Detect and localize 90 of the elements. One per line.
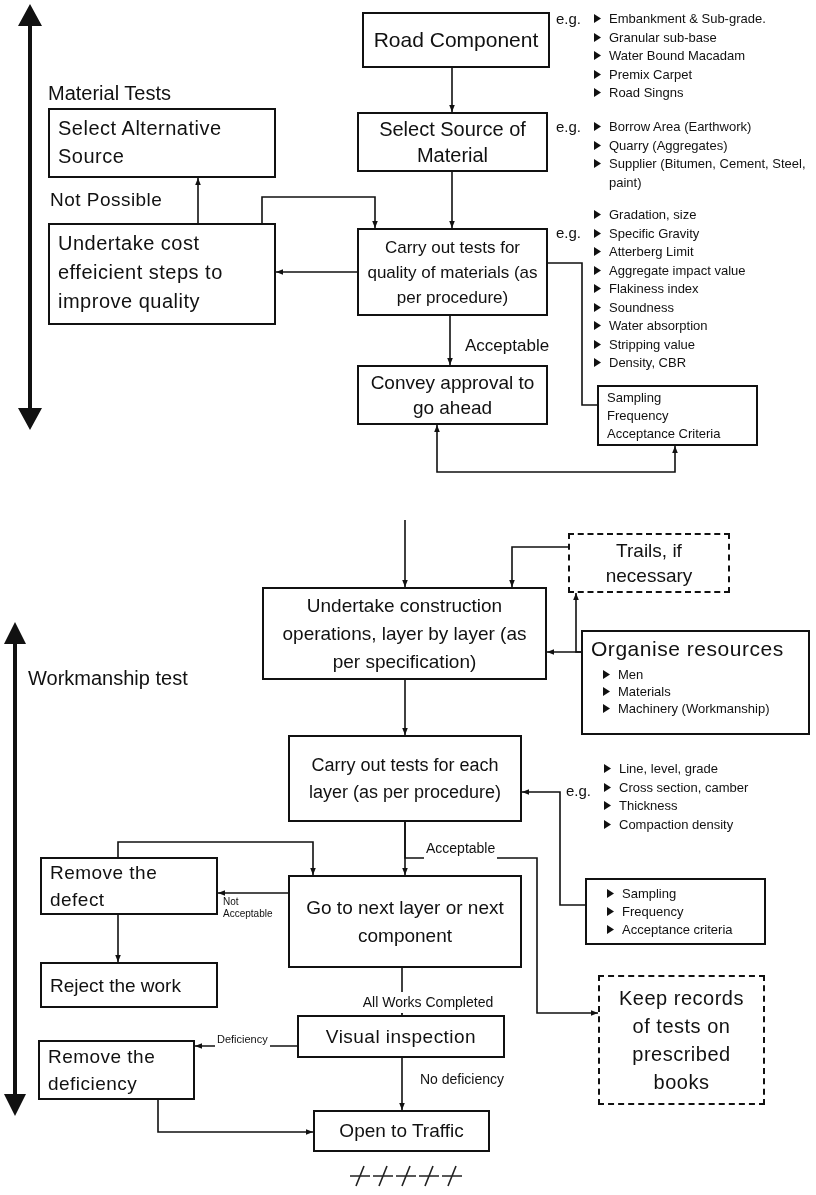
arrow	[509, 546, 569, 588]
arrow	[399, 1057, 405, 1111]
box-text: Convey approval to go ahead	[369, 371, 536, 420]
box-text: Trails, if necessary	[604, 539, 694, 588]
list-item: Granular sub-base	[609, 28, 717, 47]
box-text: Road Component	[372, 27, 540, 53]
arrow	[195, 177, 201, 224]
list-item: Water Bound Macadam	[609, 47, 746, 65]
list-item: Gradation, size	[609, 206, 697, 224]
list-item: Atterberg Limit	[609, 243, 694, 261]
process-box	[38, 1040, 195, 1100]
box-text: Reject the work	[50, 973, 182, 998]
list-item: Sampling	[622, 884, 677, 903]
process-box	[313, 1110, 490, 1152]
process-box	[40, 857, 218, 915]
list-item: Aggregate impact value	[609, 261, 746, 280]
arrow	[449, 171, 455, 229]
box-text: Carry out tests for quality of materials (as per procedure)	[367, 236, 538, 309]
box-text: Frequency	[607, 406, 670, 425]
list-item: Premix Carpet	[609, 65, 693, 84]
box-text: Keep records of tests on prescribed books	[618, 986, 745, 1095]
box-text: Remove the defect	[50, 861, 159, 912]
list-item: Frequency	[622, 902, 684, 921]
box-text: Undertake construction operations, layer by layer (as per specification)	[281, 593, 528, 674]
box-text: Select Source of Material	[378, 117, 527, 168]
process-box	[597, 385, 758, 446]
process-box	[357, 112, 548, 172]
box-text: Sampling	[607, 388, 663, 407]
list-item: Flakiness index	[609, 280, 699, 298]
list-item: Soundness	[609, 298, 675, 317]
arrow	[402, 679, 408, 736]
list-item: Borrow Area (Earthwork)	[609, 118, 752, 136]
arrow	[217, 890, 289, 896]
box-text: Carry out tests for each layer (as per procedure)	[307, 753, 503, 804]
box-text: Go to next layer or next component	[305, 895, 505, 948]
box-text: Acceptance Criteria	[607, 424, 722, 443]
list-item: Supplier (Bitumen, Cement, Steel, paint)	[609, 155, 807, 192]
list-item: Compaction density	[619, 815, 734, 834]
arrow	[117, 841, 316, 876]
process-box	[288, 735, 522, 822]
box-text: Remove the deficiency	[48, 1045, 157, 1096]
arrow	[157, 1099, 314, 1135]
box-heading: Organise resources	[591, 636, 785, 662]
box-text: Visual inspection	[324, 1024, 478, 1049]
process-box	[585, 878, 766, 945]
list-item: Acceptance criteria	[622, 920, 733, 939]
list-item: Quarry (Aggregates)	[609, 136, 728, 155]
section-label: Material Tests	[48, 81, 171, 106]
process-box	[362, 12, 550, 68]
list-item: Density, CBR	[609, 354, 687, 372]
section-label: Workmanship test	[28, 666, 189, 691]
example-note: e.g.	[556, 10, 583, 29]
list-item: Specific Gravity	[609, 224, 700, 243]
arrow	[275, 269, 358, 275]
list-item: Machinery (Workmanship)	[618, 700, 770, 717]
arrow	[521, 789, 586, 906]
process-box	[48, 108, 276, 178]
connector-line	[547, 262, 598, 406]
process-box	[40, 962, 218, 1008]
list-item: Line, level, grade	[619, 760, 718, 778]
list-item: Cross section, camber	[619, 778, 749, 797]
list-item: Materials	[618, 683, 671, 700]
process-box	[262, 587, 547, 680]
arrow	[449, 67, 455, 113]
process-box	[297, 1015, 505, 1058]
arrow	[115, 914, 121, 963]
arrow	[573, 592, 582, 653]
example-note: e.g.	[556, 224, 583, 243]
box-text: Open to Traffic	[338, 1119, 465, 1143]
dashed-process-box	[598, 975, 765, 1105]
process-box	[357, 365, 548, 425]
example-note: e.g.	[556, 118, 583, 137]
dashed-process-box	[568, 533, 730, 593]
process-box	[581, 630, 810, 735]
arrow	[434, 424, 678, 473]
list-item: Water absorption	[609, 317, 708, 335]
arrow	[447, 315, 453, 366]
arrow	[261, 196, 378, 229]
list-item: Stripping value	[609, 335, 695, 354]
example-note: e.g.	[566, 782, 593, 801]
arrow	[402, 519, 408, 588]
process-box	[357, 228, 548, 316]
process-box	[48, 223, 276, 325]
box-text: Undertake cost effeicient steps to improve quality	[58, 231, 224, 314]
process-box	[288, 875, 522, 968]
list-item: Men	[618, 666, 644, 683]
box-text: Select Alternative Source	[58, 116, 223, 169]
list-item: Thickness	[619, 797, 678, 815]
list-item: Embankment & Sub-grade.	[609, 10, 766, 28]
list-item: Road Singns	[609, 84, 684, 102]
